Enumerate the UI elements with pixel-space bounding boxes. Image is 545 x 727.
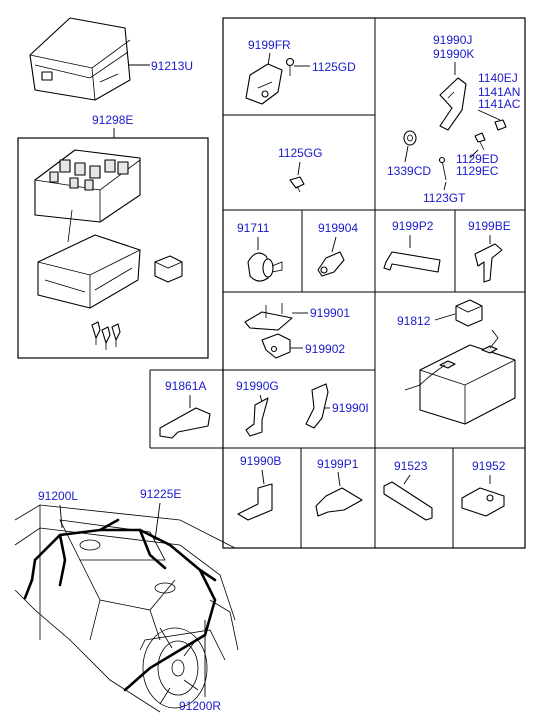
- label-91711[interactable]: 91711: [237, 221, 270, 235]
- label-91200L[interactable]: 91200L: [38, 489, 78, 503]
- parts-grid-frame: [222, 17, 526, 549]
- label-91990J[interactable]: 91990J: [433, 33, 472, 47]
- label-9199BE[interactable]: 9199BE: [468, 219, 511, 233]
- label-1141AN[interactable]: 1141AN: [478, 85, 520, 99]
- bolt-1125GG: [289, 176, 305, 193]
- bracket-9199FR: [245, 63, 283, 105]
- label-91200R[interactable]: 91200R: [179, 699, 221, 713]
- bracket-91990B: [237, 483, 273, 521]
- battery: [404, 329, 516, 425]
- relay-box-frame: [17, 137, 209, 359]
- bracket-91861A: [159, 407, 211, 439]
- bracket-9199P2: [383, 251, 441, 273]
- label-1140EJ[interactable]: 1140EJ: [478, 71, 518, 85]
- label-1339CD[interactable]: 1339CD: [387, 164, 431, 178]
- bolt-1125GD: [285, 57, 295, 76]
- label-91225E[interactable]: 91225E: [140, 487, 181, 501]
- label-9199P2[interactable]: 9199P2: [392, 219, 434, 233]
- label-1125GD[interactable]: 1125GD: [312, 60, 356, 74]
- label-91990K[interactable]: 91990K: [433, 47, 474, 61]
- wiring-harness: [23, 518, 217, 692]
- bracket-919902: [261, 333, 291, 359]
- fuses: [91, 321, 121, 350]
- label-91523[interactable]: 91523: [394, 459, 428, 473]
- bracket-91990J: [439, 77, 467, 131]
- bracket-91952: [461, 487, 505, 517]
- label-1123GT[interactable]: 1123GT: [423, 191, 466, 205]
- label-919904[interactable]: 919904: [318, 221, 358, 235]
- bracket-919901: [244, 303, 293, 331]
- relay-box-upper: [34, 149, 141, 243]
- label-919901[interactable]: 919901: [310, 306, 350, 320]
- bracket-91523: [383, 481, 433, 521]
- screw-1123GT: [438, 156, 447, 181]
- clip-919904: [317, 251, 345, 277]
- label-919902[interactable]: 919902: [305, 342, 345, 356]
- label-91990B[interactable]: 91990B: [240, 454, 281, 468]
- label-91861A[interactable]: 91861A: [165, 379, 206, 393]
- relay-small: [154, 255, 183, 283]
- fuse-box-cover: [29, 17, 131, 101]
- bracket-9199P1: [315, 487, 363, 517]
- label-91812[interactable]: 91812: [397, 314, 431, 328]
- label-91298E[interactable]: 91298E: [92, 113, 133, 127]
- bolts-1140EJ: [474, 119, 507, 151]
- label-1141AC[interactable]: 1141AC: [478, 97, 521, 111]
- label-91952[interactable]: 91952: [472, 459, 506, 473]
- label-1125GG[interactable]: 1125GG: [278, 146, 322, 160]
- label-1129ED[interactable]: 1129ED: [456, 152, 499, 166]
- label-91213U[interactable]: 91213U: [151, 59, 193, 73]
- label-91990G[interactable]: 91990G: [236, 379, 279, 393]
- vehicle-rear: [14, 504, 239, 713]
- relay-box-lower: [37, 234, 141, 309]
- leader-91200L: [59, 504, 63, 529]
- leader-91225E: [154, 502, 161, 541]
- label-9199FR[interactable]: 9199FR: [248, 38, 291, 52]
- label-9199P1[interactable]: 9199P1: [317, 457, 359, 471]
- label-91990I[interactable]: 91990I: [332, 401, 369, 415]
- label-1129EC[interactable]: 1129EC: [456, 164, 499, 178]
- nut-1339CD: [403, 130, 417, 146]
- bracket-91990I: [305, 383, 329, 429]
- bracket-9199BE: [474, 243, 503, 283]
- bracket-91990G: [245, 397, 269, 437]
- grommet-91711: [247, 252, 283, 282]
- sensor-91812: [455, 299, 483, 327]
